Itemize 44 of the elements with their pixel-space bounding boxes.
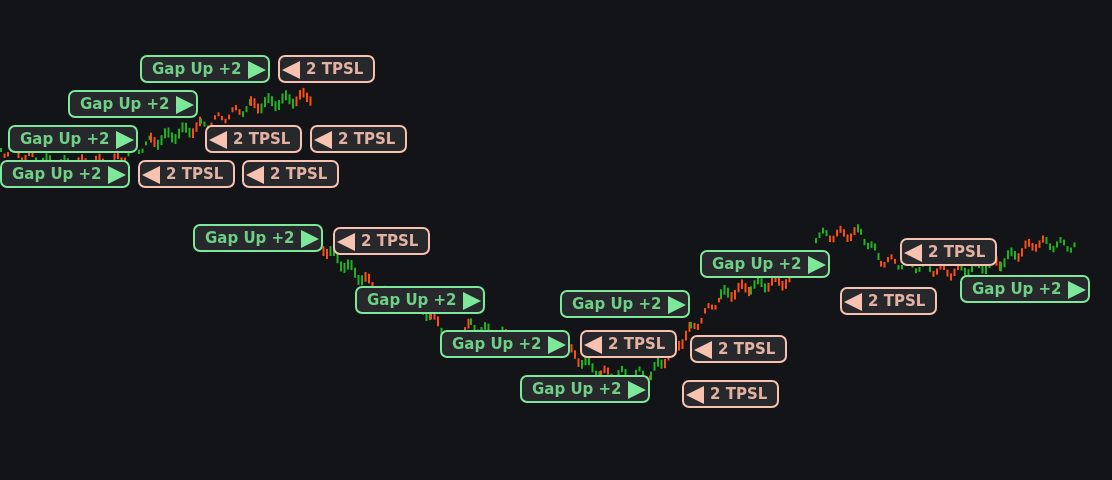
- label-text: Gap Up +2: [532, 379, 622, 400]
- label-text: 2 TPSL: [233, 129, 291, 150]
- signal-label: [205, 125, 303, 153]
- label-text: Gap Up +2: [572, 294, 662, 315]
- label-text: Gap Up +2: [20, 129, 110, 150]
- signal-label: [193, 224, 323, 252]
- label-text: 2 TPSL: [166, 164, 224, 185]
- label-text: 2 TPSL: [608, 334, 666, 355]
- signal-label: [960, 275, 1090, 303]
- signal-label: [682, 380, 780, 408]
- label-text: Gap Up +2: [452, 334, 542, 355]
- signal-label: [355, 286, 485, 314]
- label-text: Gap Up +2: [367, 290, 457, 311]
- signal-label: [560, 290, 690, 318]
- label-text: Gap Up +2: [712, 254, 802, 275]
- signal-label: [690, 335, 788, 363]
- signal-label: [0, 160, 130, 188]
- label-text: 2 TPSL: [361, 231, 419, 252]
- label-text: Gap Up +2: [205, 228, 295, 249]
- label-text: 2 TPSL: [306, 59, 364, 80]
- signal-label: [278, 55, 376, 83]
- signal-label: [310, 125, 408, 153]
- signal-label: [140, 55, 270, 83]
- signal-label: [900, 238, 998, 266]
- label-text: Gap Up +2: [12, 164, 102, 185]
- label-text: Gap Up +2: [80, 94, 170, 115]
- label-text: 2 TPSL: [928, 242, 986, 263]
- signal-label: [68, 90, 198, 118]
- signal-label: [138, 160, 236, 188]
- signal-label: [242, 160, 340, 188]
- label-text: Gap Up +2: [152, 59, 242, 80]
- label-text: 2 TPSL: [718, 339, 776, 360]
- label-text: 2 TPSL: [338, 129, 396, 150]
- signal-label: [440, 330, 570, 358]
- label-text: 2 TPSL: [868, 291, 926, 312]
- signal-label: [520, 375, 650, 403]
- signal-label: [840, 287, 938, 315]
- signal-label: [700, 250, 830, 278]
- label-text: 2 TPSL: [270, 164, 328, 185]
- label-text: 2 TPSL: [710, 384, 768, 405]
- label-text: Gap Up +2: [972, 279, 1062, 300]
- signal-label: [333, 227, 431, 255]
- signal-label: [580, 330, 678, 358]
- signal-label: [8, 125, 138, 153]
